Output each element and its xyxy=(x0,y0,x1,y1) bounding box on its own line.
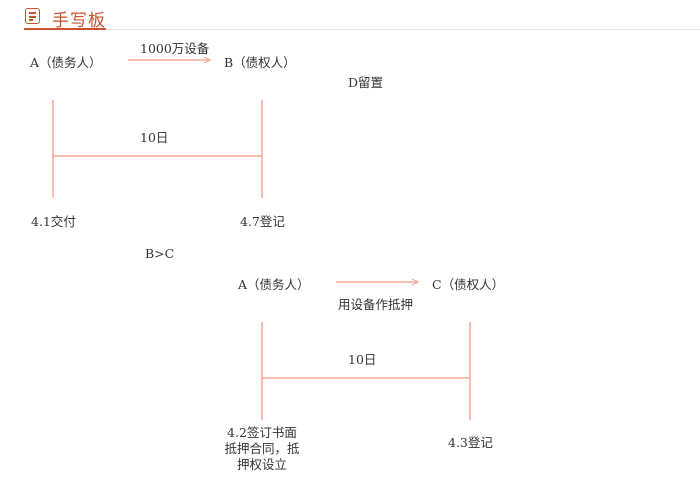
party-a-debtor: A（债务人） xyxy=(30,55,102,70)
interval-label-2: 10日 xyxy=(348,352,377,367)
interval-label-1: 10日 xyxy=(140,130,169,145)
arrow-label-equipment: 1000万设备 xyxy=(140,41,210,56)
arrow-label-mortgage: 用设备作抵押 xyxy=(338,297,414,312)
note-b-over-c: B>C xyxy=(145,246,175,261)
arrow-head-icon xyxy=(411,278,420,286)
note-d-lien: D留置 xyxy=(348,75,384,90)
event-contract-signed: 4.2签订书面抵押合同，抵押权设立 xyxy=(224,425,300,472)
party-b-creditor: B（债权人） xyxy=(224,55,296,70)
party-c-creditor: C（债权人） xyxy=(432,277,505,292)
arrow-head-icon xyxy=(203,56,212,64)
event-registration-1: 4.7登记 xyxy=(240,214,285,229)
party-a-debtor-2: A（债务人） xyxy=(238,277,310,292)
event-delivery: 4.1交付 xyxy=(31,214,76,229)
title-underline xyxy=(24,28,106,30)
page-title: 手写板 xyxy=(52,11,106,31)
notepad-icon xyxy=(25,8,40,24)
header-divider xyxy=(24,29,700,30)
header-bar: 手写板 xyxy=(0,0,700,31)
event-registration-2: 4.3登记 xyxy=(448,435,493,450)
